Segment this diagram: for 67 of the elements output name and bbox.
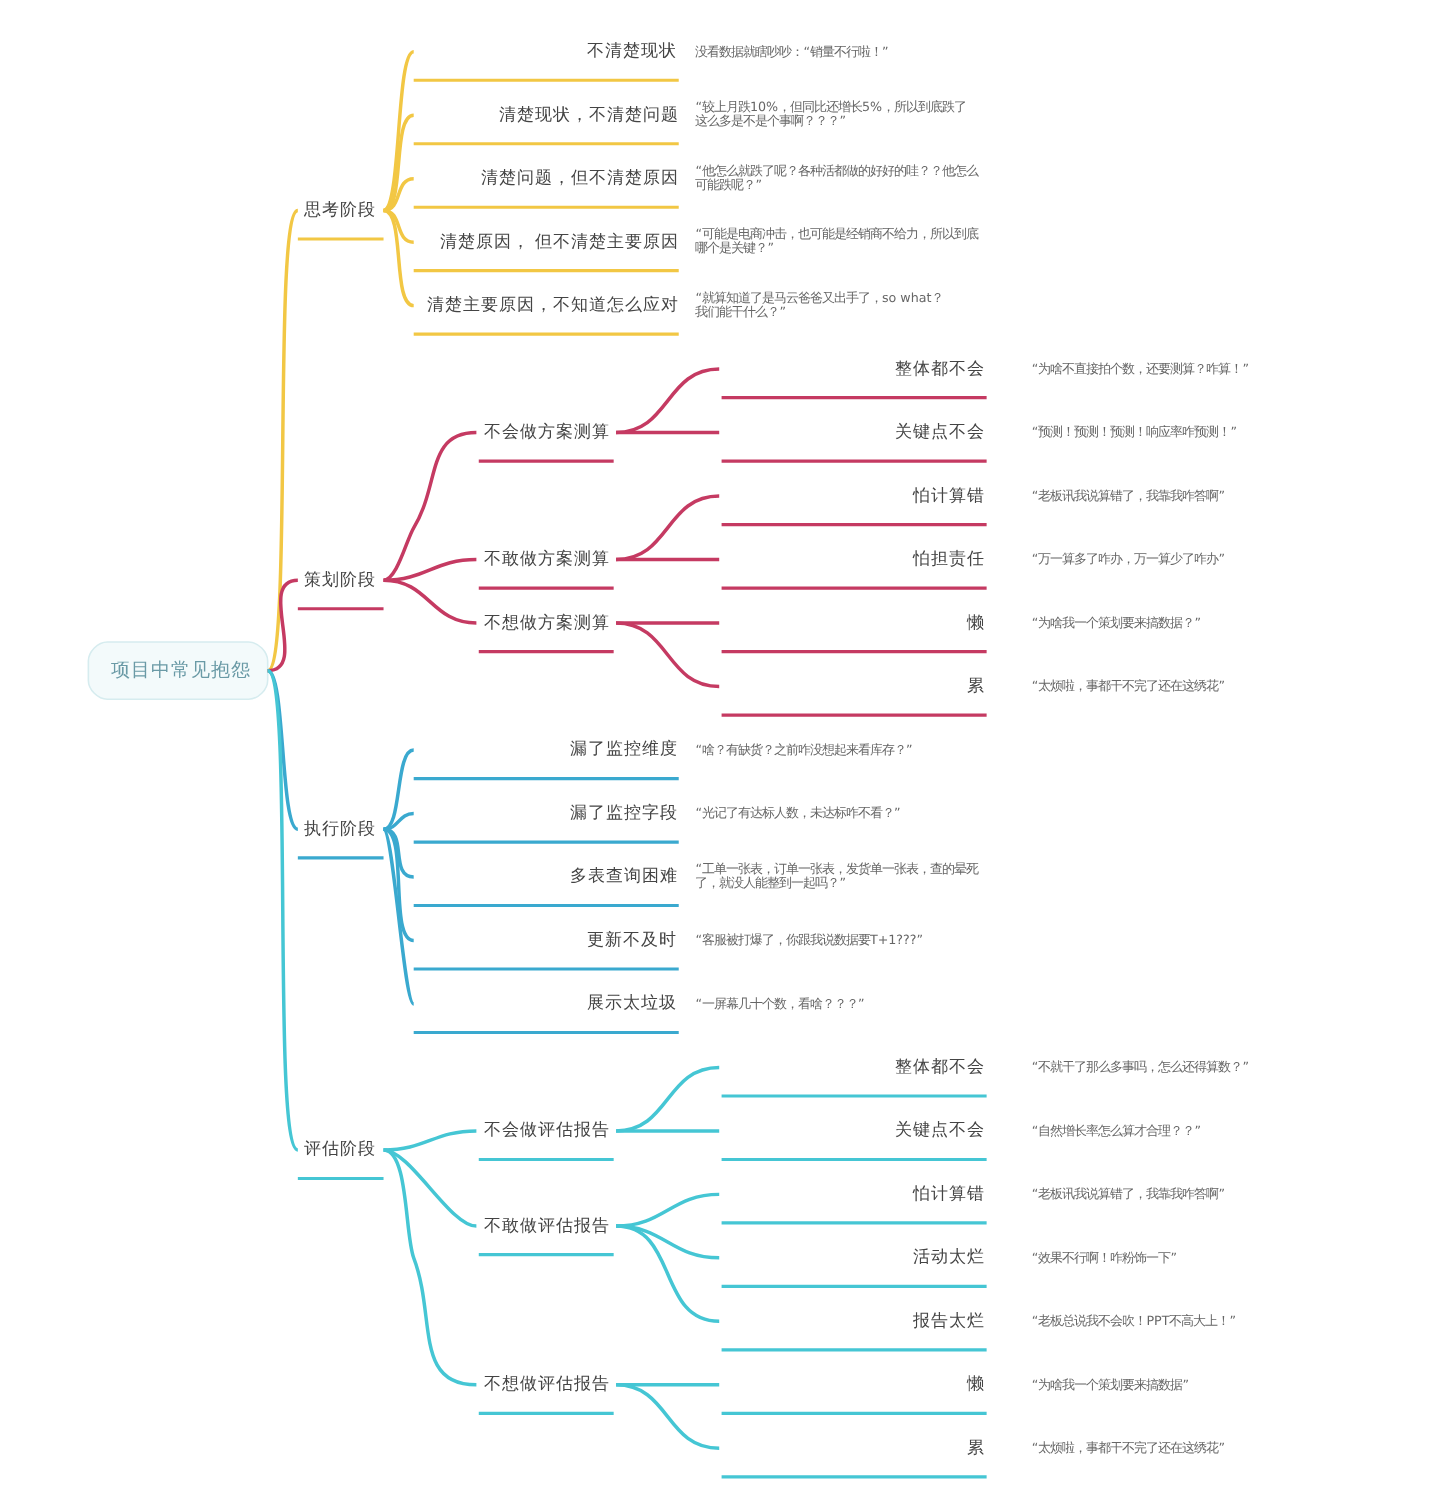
connector — [616, 1383, 720, 1387]
node-text: 执行阶段 — [304, 819, 377, 840]
connector — [616, 557, 720, 562]
connector — [383, 208, 414, 244]
node-text: 报告太烂 — [912, 1311, 985, 1332]
node-text: 思考阶段 — [304, 200, 377, 221]
node-text: 怕担责任 — [912, 550, 985, 570]
connector — [615, 1192, 720, 1228]
node-text: 怕计算错 — [912, 486, 985, 507]
node-text: 整体都不会 — [895, 1057, 986, 1078]
node-text: 累 — [966, 676, 985, 697]
connector — [616, 1129, 720, 1133]
node-text: 漏了监控维度 — [570, 740, 679, 761]
connector — [383, 578, 477, 625]
connector — [382, 828, 416, 1005]
node-text: 不会做方案测算 — [483, 423, 610, 444]
node-text: 懒 — [966, 613, 985, 634]
node-text: 清楚问题，但不清楚原因 — [481, 169, 680, 190]
connector — [615, 621, 720, 689]
node-text: 多表查询困难 — [570, 867, 679, 888]
connector — [383, 176, 414, 213]
connector — [382, 208, 415, 308]
node-box: 项目中常见抱怨 — [87, 641, 269, 700]
connector — [266, 669, 299, 831]
node-text: 懒 — [966, 1375, 985, 1396]
connector — [267, 578, 299, 673]
node-text: 策划阶段 — [304, 570, 377, 591]
connector — [616, 430, 720, 435]
node-text: 累 — [966, 1438, 985, 1459]
node-text: 关键点不会 — [895, 1121, 986, 1142]
connector — [383, 827, 414, 879]
connector — [382, 50, 415, 212]
node-text: 不想做方案测算 — [483, 613, 610, 634]
connector — [383, 1129, 477, 1152]
node-text: 怕计算错 — [912, 1184, 985, 1205]
connector — [383, 557, 477, 582]
connector — [382, 748, 415, 831]
node-text: 展示太垃圾 — [587, 994, 678, 1015]
connector — [383, 430, 477, 582]
node-text: 更新不及时 — [587, 930, 678, 951]
node-text: 不敢做方案测算 — [483, 550, 610, 570]
node-text: 清楚原因， 但不清楚主要原因 — [439, 232, 680, 253]
connector — [615, 367, 720, 435]
node-text: 不想做评估报告 — [483, 1375, 610, 1396]
connector — [383, 1148, 477, 1387]
connector — [266, 669, 300, 1151]
connector — [615, 1224, 720, 1324]
node-text: 清楚现状，不清楚问题 — [498, 105, 679, 126]
connector — [615, 1224, 720, 1260]
node-text: 整体都不会 — [895, 359, 986, 380]
node-text: 漏了监控字段 — [570, 803, 679, 824]
node-text: 不会做评估报告 — [483, 1121, 610, 1142]
connector — [615, 1383, 720, 1451]
connector — [382, 113, 415, 213]
connector — [615, 1065, 720, 1133]
connector — [382, 827, 415, 943]
connector — [383, 811, 414, 832]
connector — [266, 209, 300, 672]
connector — [615, 494, 720, 562]
connector — [616, 621, 720, 625]
node-text: 清楚主要原因，不知道怎么应对 — [427, 296, 680, 317]
node-text: 不敢做评估报告 — [483, 1216, 610, 1237]
node-text: 评估阶段 — [304, 1140, 377, 1161]
node-text: 关键点不会 — [895, 423, 986, 444]
connector — [383, 1148, 477, 1228]
node-text: 活动太烂 — [912, 1248, 985, 1269]
node-text: 不清楚现状 — [587, 42, 678, 63]
